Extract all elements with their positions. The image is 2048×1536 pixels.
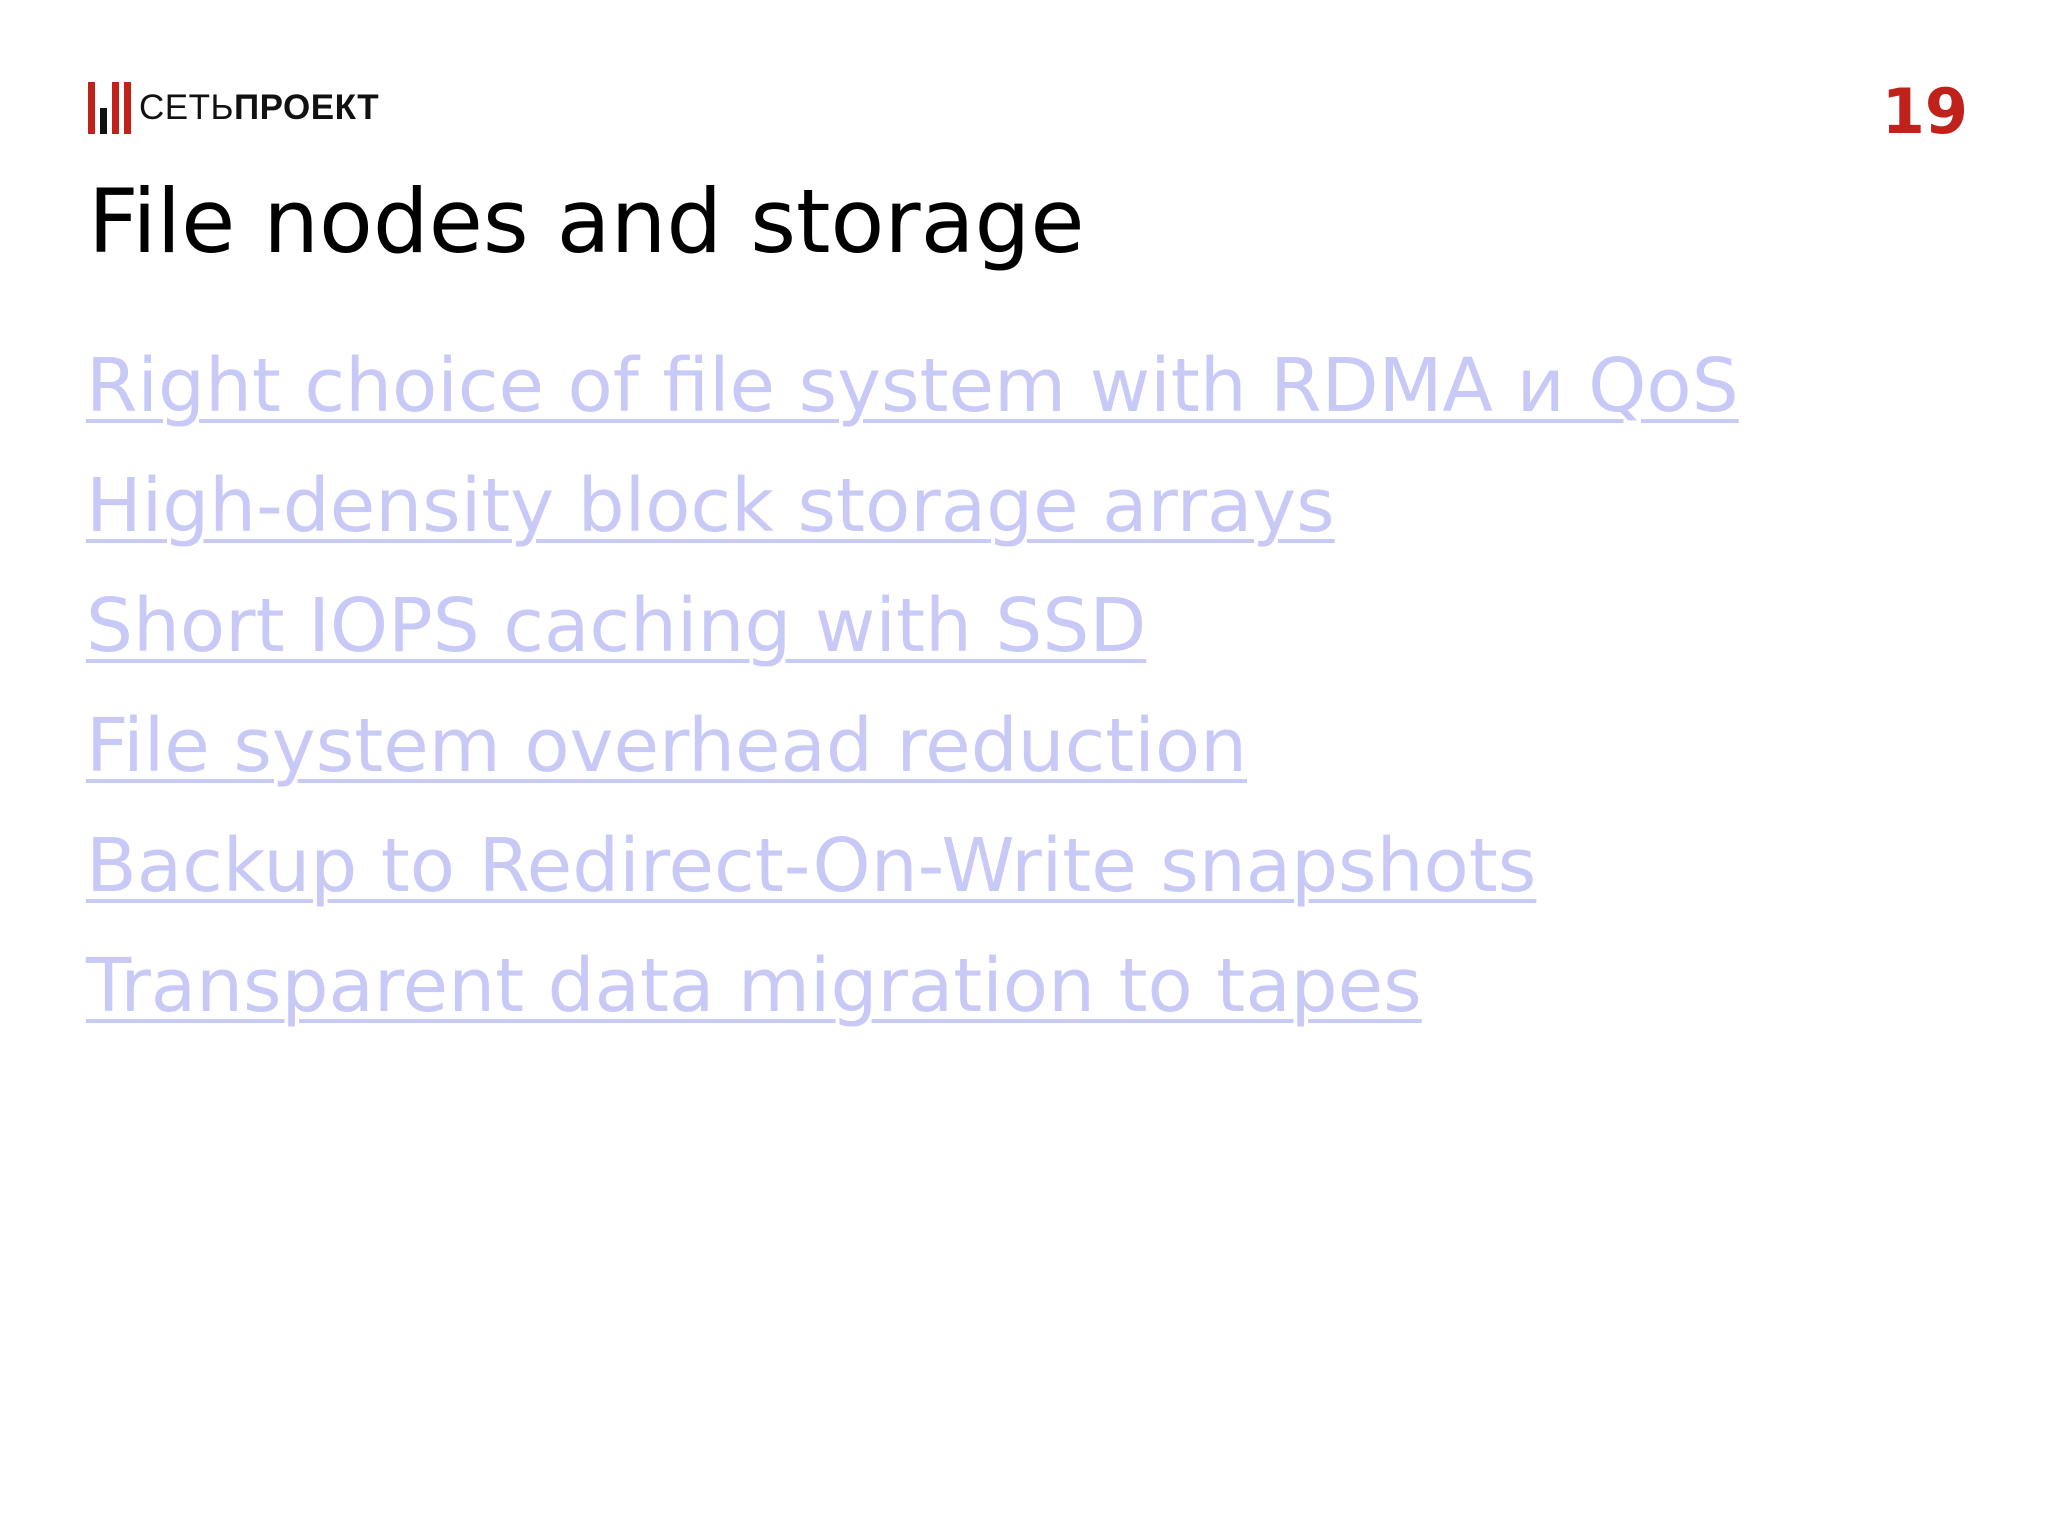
item-link-1[interactable]: Right choice of file system with RDMA и … [86, 343, 1739, 429]
logo-mark-icon [88, 82, 131, 134]
item-link-6[interactable]: Transparent data migration to tapes [86, 943, 1422, 1029]
logo-text-light: СЕТЬ [139, 88, 234, 127]
page-number: 19 [1881, 75, 1968, 148]
list-item: Transparent data migration to tapes [86, 936, 1739, 1056]
list-item: Short IOPS caching with SSD [86, 576, 1739, 696]
logo-text: СЕТЬПРОЕКТ [139, 82, 379, 134]
list-item: Right choice of file system with RDMA и … [86, 336, 1739, 456]
list-item: File system overhead reduction [86, 696, 1739, 816]
slide-title: File nodes and storage [88, 170, 1085, 273]
item-link-4[interactable]: File system overhead reduction [86, 703, 1248, 789]
company-logo: СЕТЬПРОЕКТ [88, 82, 379, 134]
item-link-2[interactable]: High-density block storage arrays [86, 463, 1335, 549]
list-item: Backup to Redirect-On-Write snapshots [86, 816, 1739, 936]
item-link-3[interactable]: Short IOPS caching with SSD [86, 583, 1147, 669]
item-link-5[interactable]: Backup to Redirect-On-Write snapshots [86, 823, 1537, 909]
list-item: High-density block storage arrays [86, 456, 1739, 576]
bullet-list: Right choice of file system with RDMA и … [86, 336, 1739, 1056]
logo-text-bold: ПРОЕКТ [233, 88, 380, 127]
